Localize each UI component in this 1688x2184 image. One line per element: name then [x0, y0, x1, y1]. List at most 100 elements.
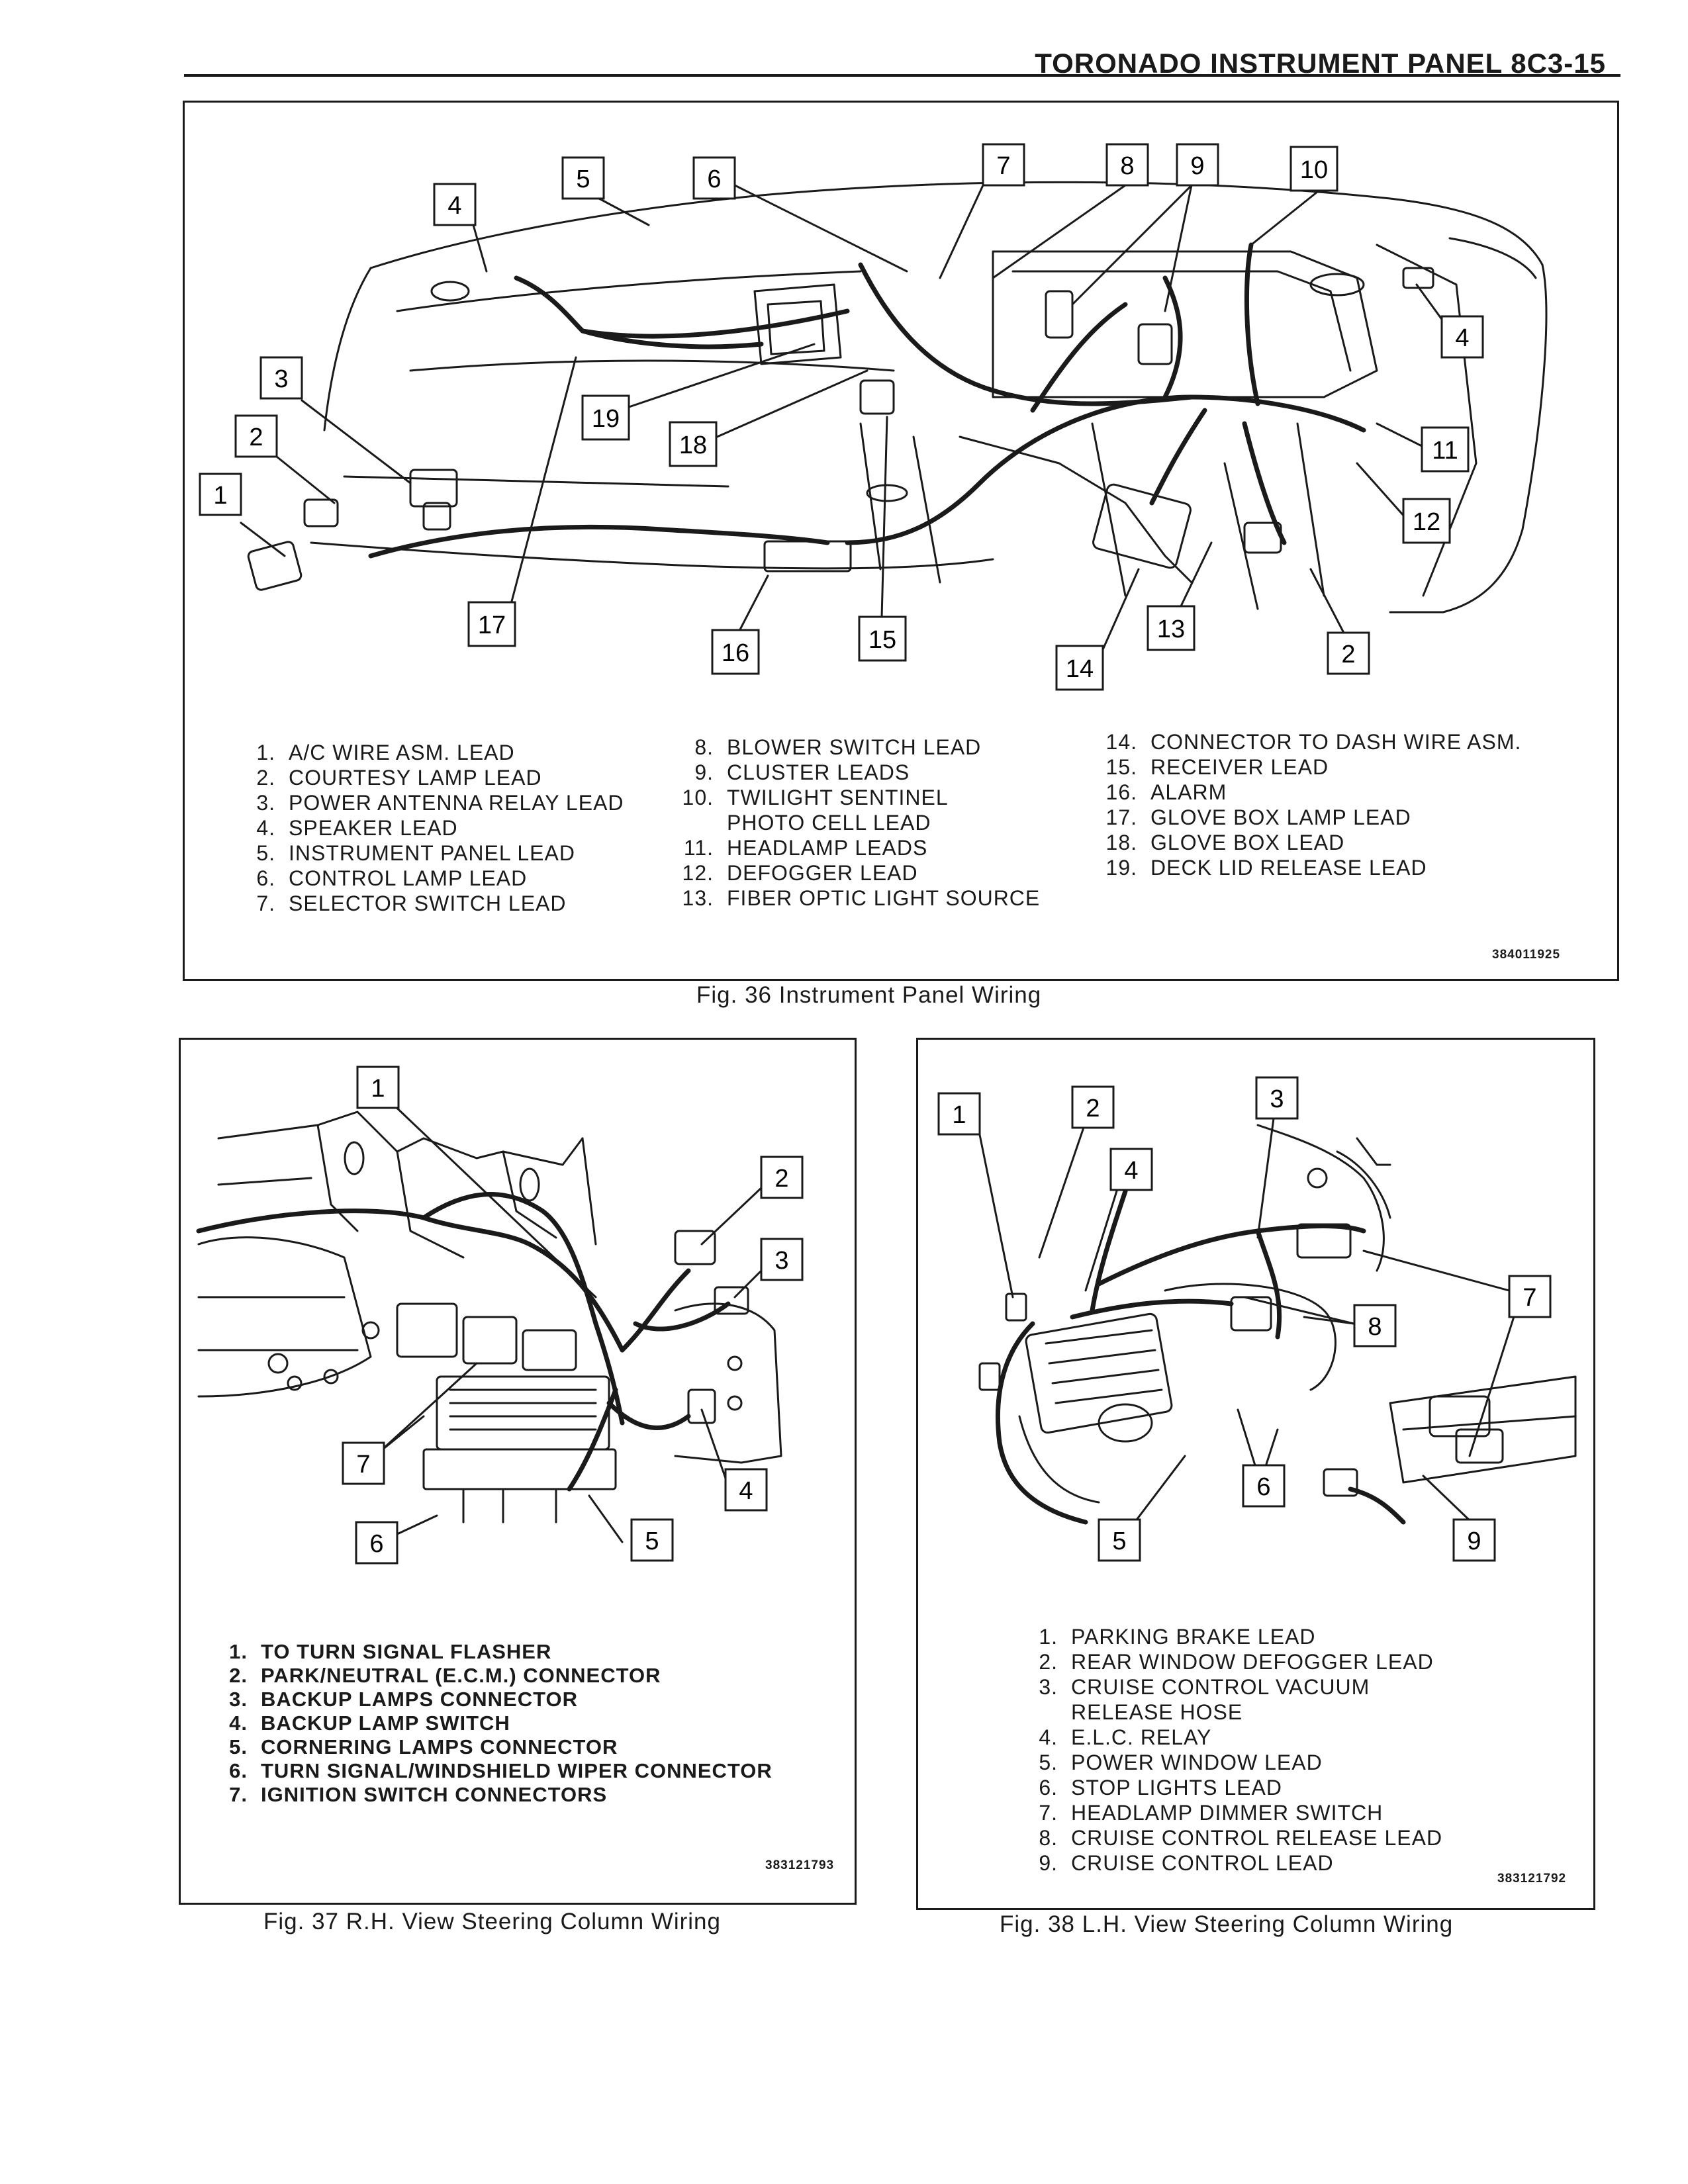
legend-row: 2.REAR WINDOW DEFOGGER LEAD	[1027, 1649, 1442, 1674]
legend-number: 5.	[229, 1735, 248, 1758]
legend-row: 14. CONNECTOR TO DASH WIRE ASM.	[1094, 729, 1521, 754]
svg-text:19: 19	[592, 405, 620, 433]
svg-text:2: 2	[774, 1165, 788, 1193]
fig37-callout-1: 1	[356, 1066, 400, 1109]
legend-text: COURTESY LAMP LEAD	[289, 766, 542, 790]
legend-text: POWER ANTENNA RELAY LEAD	[289, 791, 624, 815]
legend-number: 13.	[682, 886, 714, 910]
legend-text: HEADLAMP DIMMER SWITCH	[1071, 1801, 1383, 1825]
legend-number: 11.	[683, 836, 714, 860]
legend-number: 1.	[229, 1640, 248, 1663]
legend-number: 9.	[1039, 1851, 1058, 1875]
svg-text:2: 2	[1341, 641, 1355, 668]
legend-row: 6.STOP LIGHTS LEAD	[1027, 1775, 1442, 1800]
fig36-callout-4: 4	[433, 183, 477, 226]
svg-text:6: 6	[369, 1530, 383, 1558]
legend-number: 7.	[229, 1783, 248, 1806]
legend-number: 18.	[1105, 831, 1137, 854]
legend-number: 7.	[256, 891, 275, 915]
fig38-callout-5: 5	[1098, 1518, 1141, 1562]
legend-row: 2.PARK/NEUTRAL (E.C.M.) CONNECTOR	[217, 1664, 773, 1688]
legend-text: PARK/NEUTRAL (E.C.M.) CONNECTOR	[261, 1664, 661, 1687]
legend-text: IGNITION SWITCH CONNECTORS	[261, 1783, 608, 1806]
legend-row: 8.CRUISE CONTROL RELEASE LEAD	[1027, 1825, 1442, 1850]
fig36-callout-11: 11	[1421, 426, 1470, 473]
fig36-connectors	[247, 267, 1434, 591]
legend-number: 15.	[1105, 755, 1137, 779]
legend-row: 15.RECEIVER LEAD	[1094, 754, 1521, 780]
legend-number: 17.	[1105, 805, 1137, 829]
legend-text: CRUISE CONTROL VACUUM	[1071, 1675, 1370, 1699]
svg-text:13: 13	[1157, 615, 1185, 643]
fig36-callout-15: 15	[858, 615, 907, 662]
fig36-callout-6: 6	[692, 156, 736, 200]
svg-text:1: 1	[952, 1101, 966, 1129]
legend-text: DEFOGGER LEAD	[727, 861, 918, 885]
svg-text:15: 15	[868, 626, 896, 654]
legend-text: POWER WINDOW LEAD	[1071, 1751, 1323, 1774]
fig38-callout-4: 4	[1109, 1148, 1153, 1191]
legend-number: 8.	[1039, 1826, 1058, 1850]
legend-row: 18. GLOVE BOX LEAD	[1094, 830, 1521, 855]
fig37-callout-6: 6	[355, 1521, 399, 1565]
fig36-callout-7: 7	[982, 143, 1025, 187]
legend-text: SPEAKER LEAD	[289, 816, 458, 840]
svg-text:3: 3	[274, 365, 288, 393]
legend-text: CONNECTOR TO DASH WIRE ASM.	[1150, 730, 1522, 754]
legend-text: CRUISE CONTROL LEAD	[1071, 1851, 1334, 1875]
legend-text: STOP LIGHTS LEAD	[1071, 1776, 1282, 1799]
svg-text:3: 3	[1270, 1085, 1284, 1113]
legend-text: E.L.C. RELAY	[1071, 1725, 1212, 1749]
fig36-callout-2: 2	[234, 414, 278, 458]
fig36-callout-18: 18	[669, 421, 718, 467]
fig36-caption: Fig. 36 Instrument Panel Wiring	[696, 982, 1042, 1008]
svg-text:12: 12	[1413, 508, 1440, 536]
fig38-harness	[996, 1189, 1406, 1525]
svg-text:4: 4	[447, 192, 461, 220]
legend-text: CLUSTER LEADS	[727, 760, 910, 784]
legend-number: 7.	[1039, 1801, 1058, 1825]
svg-text:6: 6	[1256, 1473, 1270, 1501]
fig36-code: 384011925	[1492, 948, 1561, 962]
svg-text:5: 5	[1112, 1527, 1126, 1555]
svg-text:1: 1	[213, 482, 227, 510]
svg-text:5: 5	[645, 1527, 659, 1555]
svg-text:5: 5	[576, 165, 590, 193]
legend-row: 6.TURN SIGNAL/WINDSHIELD WIPER CONNECTOR	[217, 1759, 773, 1783]
legend-number: 12.	[682, 861, 714, 885]
fig36-callout-12: 12	[1402, 498, 1451, 544]
legend-row: 10.TWILIGHT SENTINEL	[670, 785, 1040, 810]
legend-text: CONTROL LAMP LEAD	[289, 866, 528, 890]
fig36-callout-19: 19	[581, 394, 630, 441]
legend-number: 4.	[229, 1711, 248, 1735]
fig36-legend-col3: 14. CONNECTOR TO DASH WIRE ASM.15.RECEIVE…	[1094, 729, 1521, 880]
svg-text:16: 16	[722, 639, 749, 667]
legend-number: 9.	[694, 760, 714, 784]
fig38-callout-6: 6	[1242, 1464, 1286, 1508]
legend-row: 1.A/C WIRE ASM. LEAD	[245, 740, 624, 765]
legend-text: FIBER OPTIC LIGHT SOURCE	[727, 886, 1041, 910]
fig36-frame	[183, 101, 1619, 981]
legend-text: RELEASE HOSE	[1071, 1700, 1243, 1724]
legend-number: 4.	[1039, 1725, 1058, 1749]
callout-boxes: 1 2 3 4 5 6 7 8 9 10 4 11 12 19 18 17 16…	[199, 143, 1552, 1565]
legend-text: GLOVE BOX LEAD	[1150, 831, 1345, 854]
legend-number: 14.	[1105, 730, 1137, 754]
fig36-callout-1: 1	[199, 473, 242, 516]
svg-text:1: 1	[371, 1075, 385, 1103]
fig36-callout-8: 8	[1105, 143, 1149, 187]
legend-row: 4. E.L.C. RELAY	[1027, 1725, 1442, 1750]
fig37-callout-3: 3	[760, 1238, 804, 1281]
legend-number: 10.	[682, 786, 714, 809]
svg-text:7: 7	[1523, 1284, 1536, 1312]
legend-text: ALARM	[1150, 780, 1227, 804]
fig36-callout-2b: 2	[1327, 631, 1370, 675]
page-header-title: TORONADO INSTRUMENT PANEL 8C3-15	[1035, 48, 1606, 79]
legend-text: CORNERING LAMPS CONNECTOR	[261, 1735, 618, 1758]
legend-number	[670, 810, 727, 835]
legend-row: 8.BLOWER SWITCH LEAD	[670, 735, 1040, 760]
svg-text:9: 9	[1190, 152, 1204, 180]
